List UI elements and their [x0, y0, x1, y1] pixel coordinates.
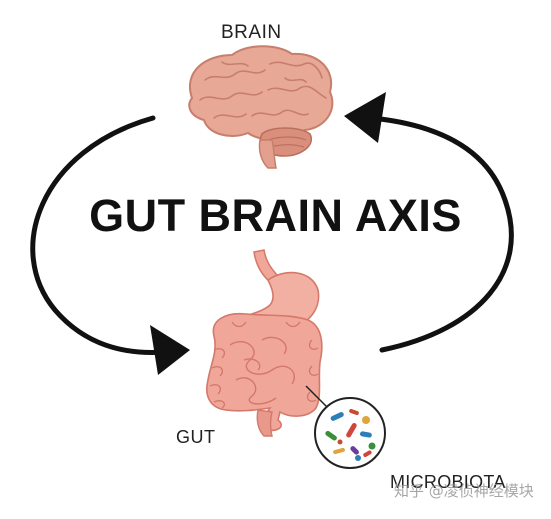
watermark: 知乎 @凌侦神经模块: [394, 482, 534, 500]
diagram-title: GUT BRAIN AXIS: [89, 190, 462, 241]
right-arrowhead-icon: [344, 92, 386, 143]
brain-label: BRAIN: [221, 22, 282, 43]
gut-icon: [206, 249, 323, 437]
right-arrow: [344, 92, 514, 353]
microbiota-label: MICROBIOTA: [390, 472, 506, 492]
left-arrowhead-icon: [150, 325, 190, 375]
left-arrow: [30, 115, 190, 375]
microbiota-icon: [314, 397, 386, 469]
gut-label: GUT: [176, 427, 216, 447]
brain-icon: [188, 45, 334, 169]
